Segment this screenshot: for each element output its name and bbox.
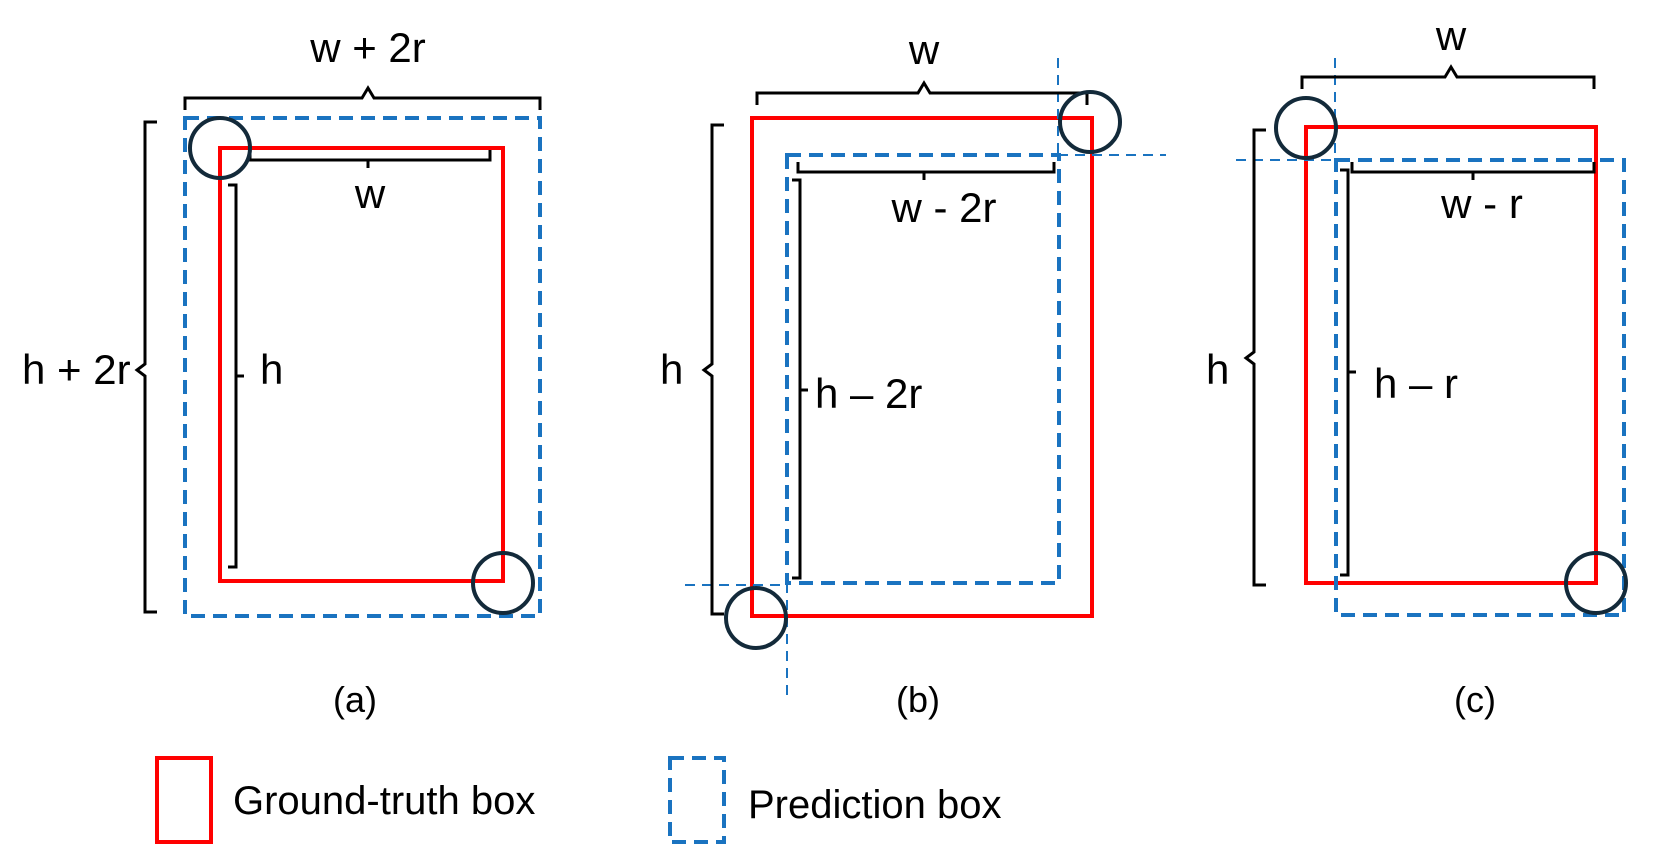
left-brace-c — [1243, 128, 1266, 587]
left-label-a: h + 2r — [22, 346, 131, 393]
legend-prediction-swatch — [668, 756, 726, 844]
corner-circle-top-right-b — [1058, 90, 1122, 154]
inner-width-brace-c — [1350, 162, 1596, 180]
ground-truth-box-b — [750, 116, 1094, 618]
inner-height-brace-b — [792, 178, 808, 580]
inner-height-brace-c — [1340, 168, 1356, 577]
legend-prediction-label: Prediction box — [748, 783, 1001, 827]
ground-truth-box-c — [1304, 125, 1598, 585]
inner-height-label-c: h – r — [1374, 360, 1458, 407]
inner-width-label-c: w - r — [1440, 180, 1523, 227]
inner-width-label-a: w — [354, 170, 386, 217]
caption-a: (a) — [333, 679, 377, 720]
inner-width-label-b: w - 2r — [891, 184, 997, 231]
inner-width-brace-a — [248, 150, 492, 168]
prediction-box-c — [1334, 158, 1626, 617]
prediction-box-a — [183, 116, 542, 618]
top-label-c: w — [1435, 12, 1467, 59]
corner-circle-bottom-left-b — [724, 586, 788, 650]
caption-b: (b) — [896, 679, 940, 720]
inner-height-brace-a — [228, 183, 244, 569]
panel-a: w + 2r w h + 2r h (a) — [22, 24, 542, 720]
inner-height-label-a: h — [260, 346, 283, 393]
top-brace-b — [755, 80, 1089, 105]
left-label-c: h — [1206, 346, 1229, 393]
legend-ground-truth-swatch — [155, 756, 213, 844]
prediction-box-b — [785, 153, 1061, 585]
top-brace-a — [183, 85, 542, 110]
ground-truth-box-a — [218, 146, 505, 583]
caption-c: (c) — [1454, 679, 1496, 720]
corner-circle-bottom-right-a — [471, 551, 535, 615]
corner-circle-top-left-c — [1274, 96, 1338, 160]
inner-height-label-b: h – 2r — [815, 370, 922, 417]
legend-ground-truth-label: Ground-truth box — [233, 779, 535, 823]
panel-c: w w - r h h – r (c) — [1206, 12, 1628, 720]
panel-b: w w - 2r h h – 2r (b) — [660, 26, 1166, 720]
corner-circle-bottom-right-c — [1564, 551, 1628, 615]
left-brace-a — [134, 120, 157, 614]
legend: Ground-truth box Prediction box — [155, 756, 1001, 844]
top-brace-c — [1300, 64, 1596, 89]
top-label-b: w — [908, 26, 940, 73]
top-label-a: w + 2r — [309, 24, 426, 71]
corner-circle-top-left-a — [188, 116, 252, 180]
left-label-b: h — [660, 346, 683, 393]
left-brace-b — [701, 123, 724, 616]
inner-width-brace-b — [796, 162, 1056, 180]
